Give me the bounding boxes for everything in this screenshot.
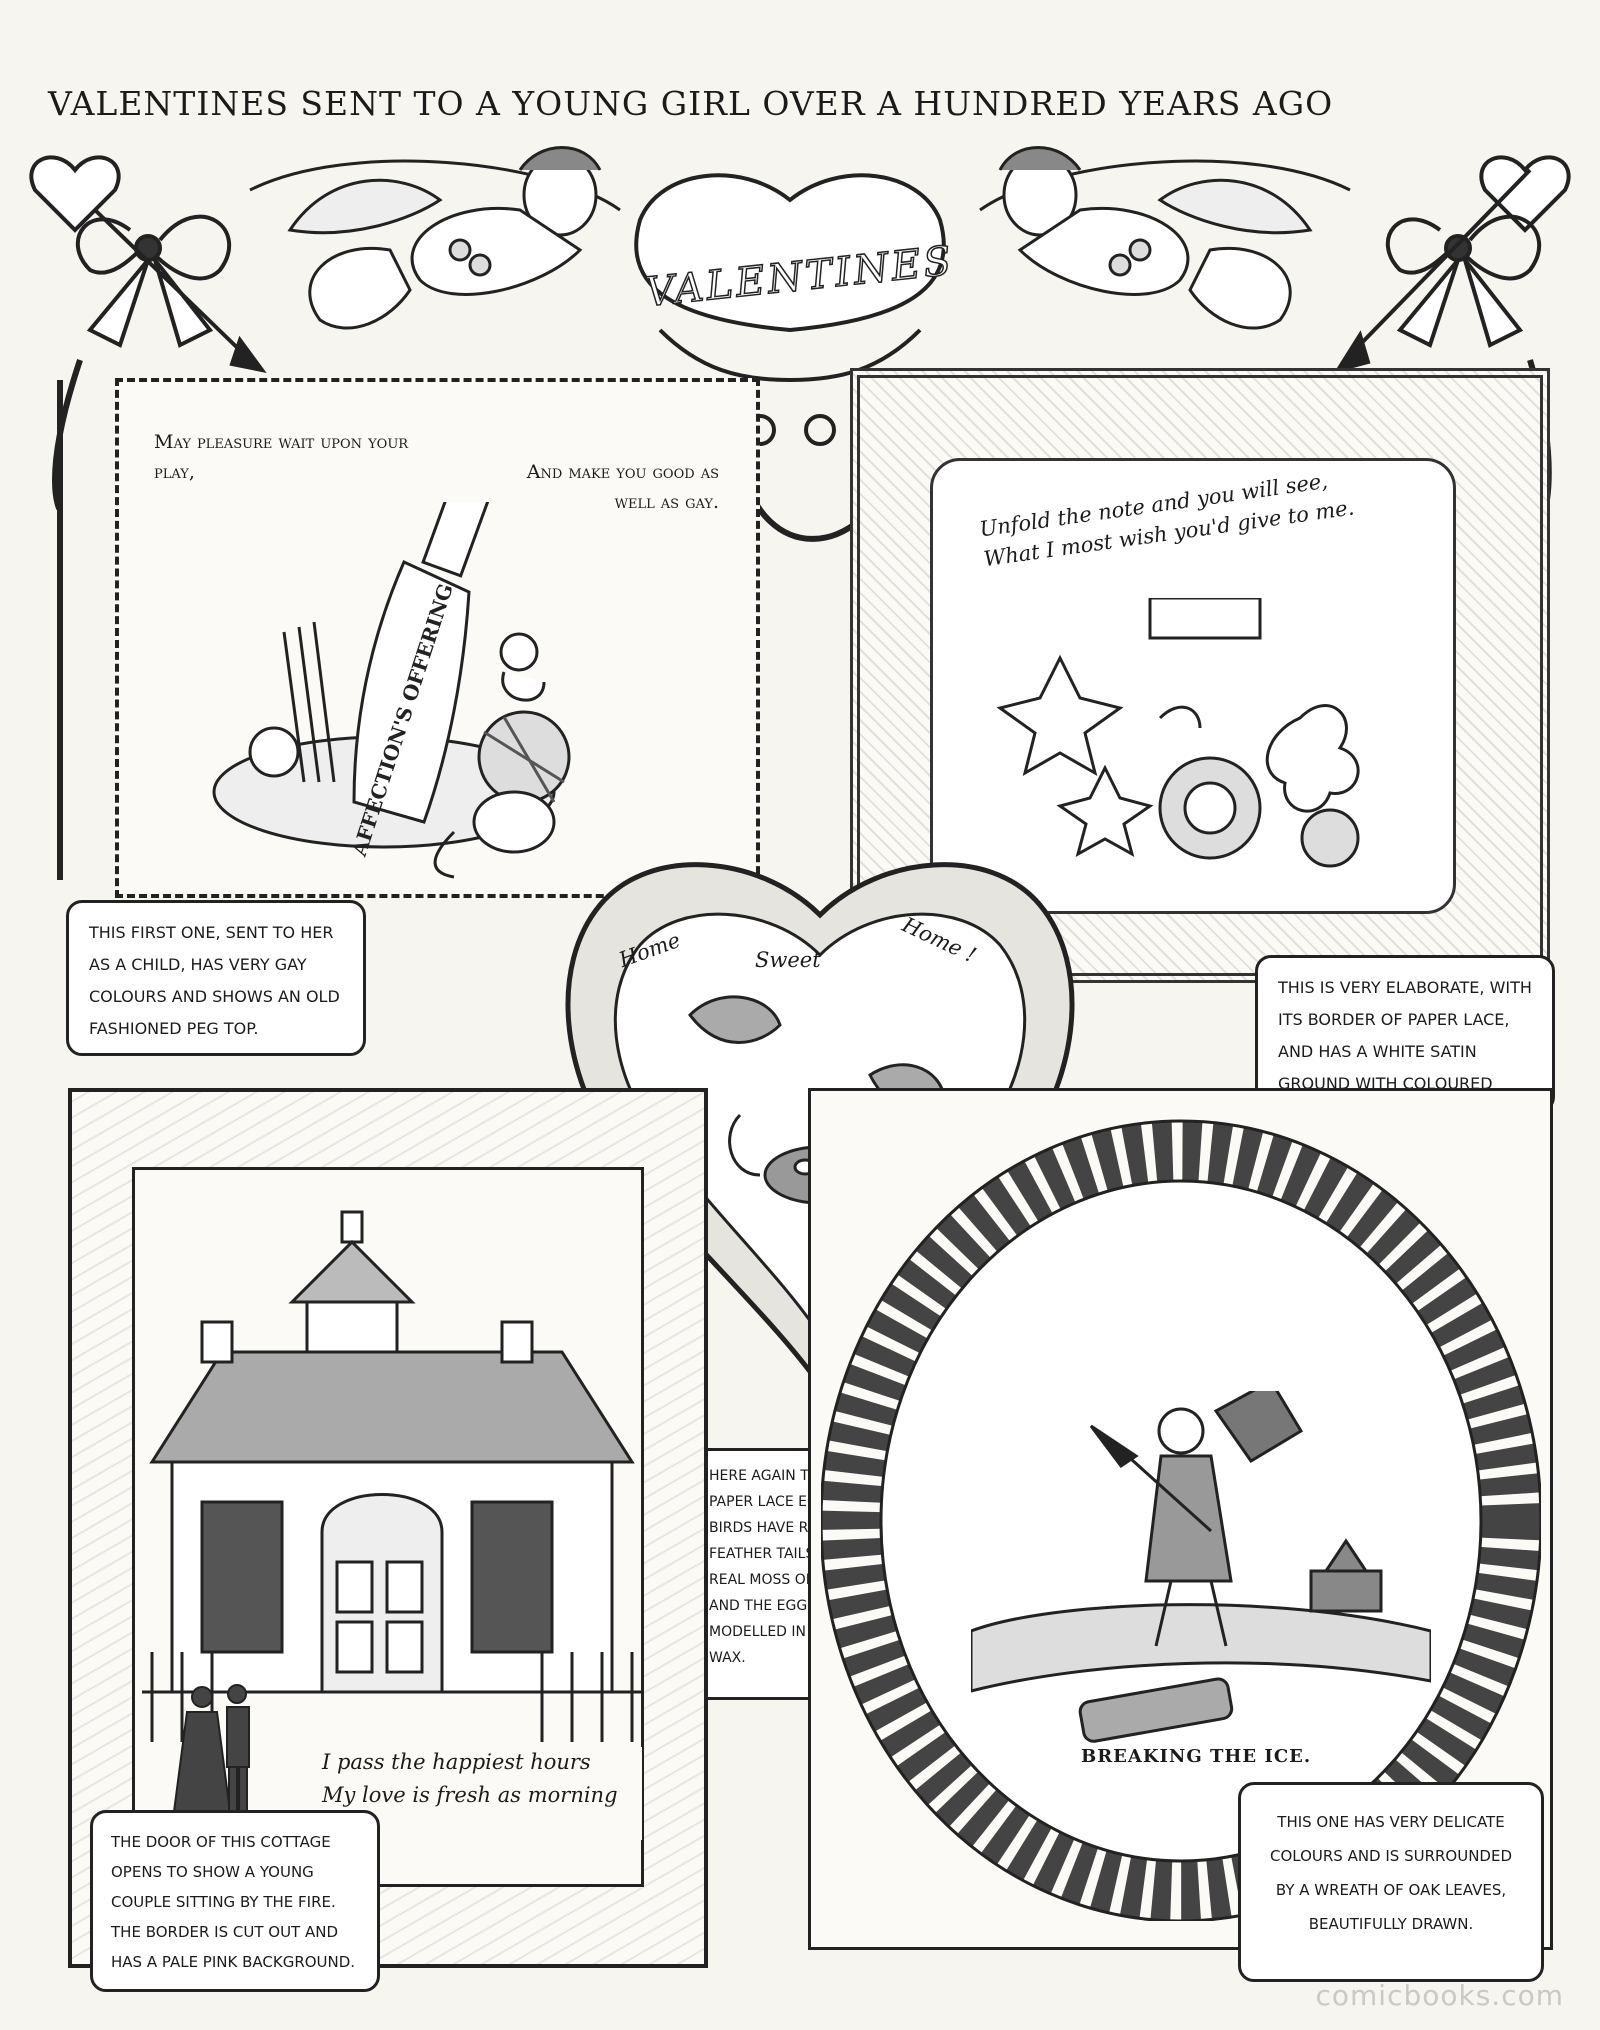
card-breaking-the-ice: BREAKING THE ICE. [808, 1088, 1553, 1950]
svg-text:AFFECTION'S OFFERING: AFFECTION'S OFFERING [349, 581, 458, 860]
card1-verse-right: And make you good as well as gay. [526, 461, 719, 513]
page-title: VALENTINES SENT TO A YOUNG GIRL OVER A H… [48, 84, 1334, 123]
card-paper-lace: Unfold the note and you will see, What I… [850, 368, 1550, 983]
cottage-illustration [142, 1210, 642, 1742]
card2-caption: This is very elaborate, with its border … [1255, 955, 1555, 1125]
watermark: comicbooks.com [1315, 1979, 1564, 2012]
right-heart-icon [1333, 155, 1571, 374]
right-cupid-icon [998, 146, 1313, 330]
cupid-pickaxe-illustration [971, 1391, 1431, 1743]
valentines-banner: VALENTINES [642, 237, 957, 317]
card1-caption: This first one, sent to her as a child, … [66, 900, 366, 1056]
banner-text: VALENTINES [643, 238, 956, 316]
bottle-label: AFFECTION'S OFFERING [349, 581, 458, 860]
card4-caption: The door of this cottage opens to show a… [90, 1810, 380, 1992]
card1-verse-left: May pleasure wait upon your play, [154, 431, 409, 483]
card5-title: BREAKING THE ICE. [1081, 1746, 1312, 1767]
bottle-illustration [212, 502, 571, 879]
card5-caption: This one has very delicate colours and i… [1238, 1782, 1544, 1982]
flower-bouquet-icon [996, 598, 1360, 868]
card3-word-sweet: Sweet [755, 948, 821, 972]
top-ornament [29, 146, 1571, 510]
card-affections-offering: May pleasure wait upon your play, And ma… [115, 378, 760, 898]
left-cupid-icon [287, 146, 602, 330]
left-heart-icon [29, 155, 267, 373]
